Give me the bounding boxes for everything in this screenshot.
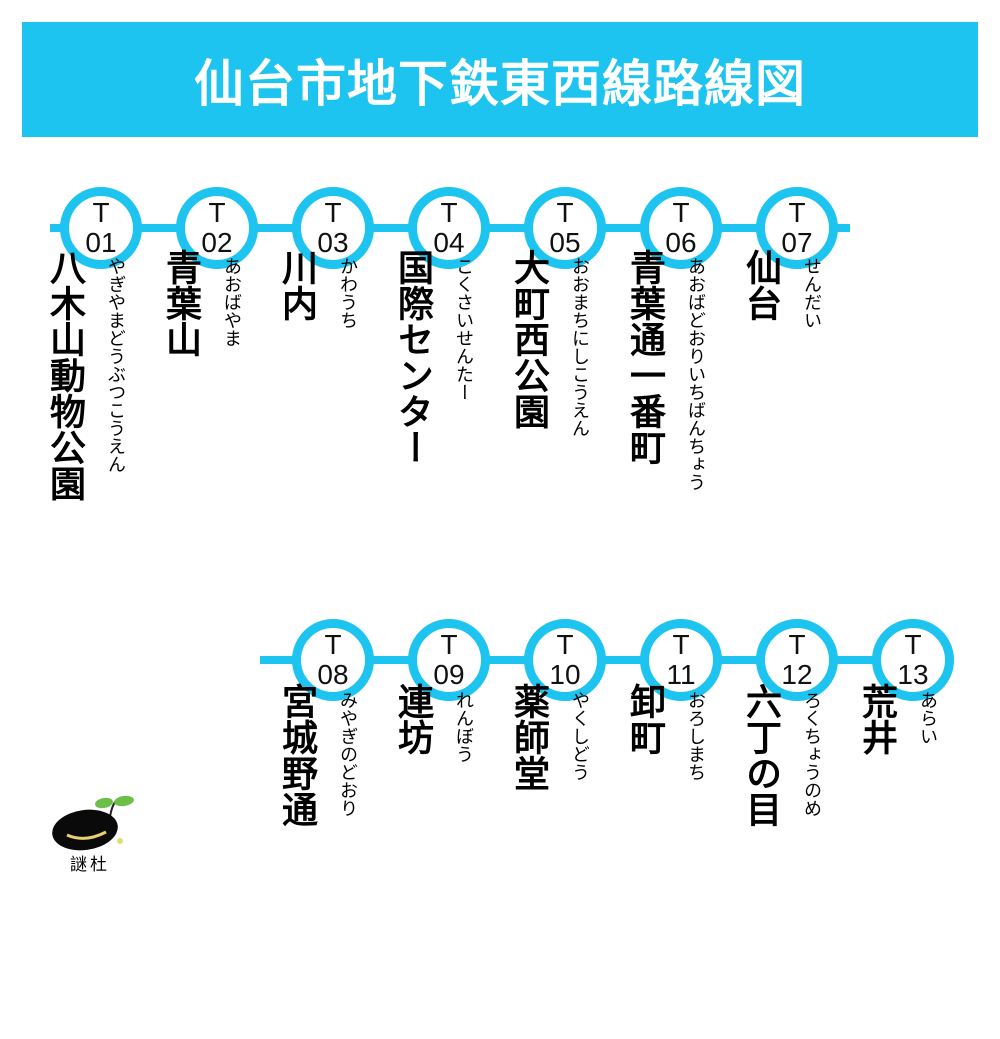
line-letter: T: [324, 197, 342, 228]
station-kana: こくさいせんたー: [453, 257, 474, 401]
station-number-badge: T 02: [176, 187, 258, 269]
station-kana: やぎやまどうぶつこうえん: [105, 257, 126, 473]
station-09: T 09 連坊 れんぼう: [390, 619, 506, 1039]
seed-sprout-icon: [52, 795, 134, 851]
station-number: 05: [549, 227, 581, 258]
station-name: 荒井: [856, 683, 897, 755]
station-name: 川内: [276, 249, 317, 321]
station-number: 12: [781, 659, 813, 690]
page-title: 仙台市地下鉄東西線路線図: [22, 22, 978, 137]
station-number: 01: [85, 227, 117, 258]
station-number: 07: [781, 227, 813, 258]
station-name: 連坊: [392, 683, 433, 755]
logo: 謎杜: [40, 785, 140, 885]
station-number: 10: [549, 659, 581, 690]
line-letter: T: [92, 197, 110, 228]
line-letter: T: [672, 629, 690, 660]
station-number-badge: T 09: [408, 619, 490, 701]
station-number-badge: T 05: [524, 187, 606, 269]
line-letter: T: [788, 197, 806, 228]
line-letter: T: [904, 629, 922, 660]
station-number: 13: [897, 659, 929, 690]
station-name: 六丁の目: [740, 683, 781, 827]
line-letter: T: [788, 629, 806, 660]
station-kana: おおまちにしこうえん: [569, 257, 590, 437]
station-name: 薬師堂: [508, 683, 549, 791]
station-kana: れんぼう: [453, 691, 474, 763]
line-letter: T: [440, 197, 458, 228]
station-07: T 07 仙台 せんだい: [738, 187, 854, 607]
station-kana: あらい: [917, 691, 938, 745]
station-03: T 03 川内 かわうち: [274, 187, 390, 607]
station-number: 09: [433, 659, 465, 690]
station-01: T 01 八木山動物公園 やぎやまどうぶつこうえん: [42, 187, 158, 607]
station-number: 06: [665, 227, 697, 258]
station-number-badge: T 11: [640, 619, 722, 701]
station-number: 08: [317, 659, 349, 690]
station-name: 仙台: [740, 249, 781, 321]
line-letter: T: [324, 629, 342, 660]
station-name: 青葉通一番町: [624, 249, 665, 465]
line-letter: T: [440, 629, 458, 660]
station-kana: やくしどう: [569, 691, 590, 781]
station-name: 宮城野通: [276, 683, 317, 827]
station-name: 大町西公園: [508, 249, 549, 429]
station-kana: かわうち: [337, 257, 358, 329]
station-kana: おろしまち: [685, 691, 706, 781]
station-02: T 02 青葉山 あおばやま: [158, 187, 274, 607]
station-number: 03: [317, 227, 349, 258]
station-number-badge: T 08: [292, 619, 374, 701]
station-number: 11: [666, 659, 696, 690]
station-name: 八木山動物公園: [44, 249, 85, 501]
line-letter: T: [672, 197, 690, 228]
station-number-badge: T 07: [756, 187, 838, 269]
station-name: 国際センター: [392, 249, 433, 465]
line-letter: T: [556, 629, 574, 660]
station-number-badge: T 06: [640, 187, 722, 269]
station-number-badge: T 03: [292, 187, 374, 269]
station-number-badge: T 13: [872, 619, 954, 701]
station-kana: あおばどおりいちばんちょう: [685, 257, 706, 491]
station-13: T 13 荒井 あらい: [854, 619, 970, 1039]
logo-text: 謎杜: [70, 855, 110, 875]
station-04: T 04 国際センター こくさいせんたー: [390, 187, 506, 607]
station-number: 04: [433, 227, 465, 258]
station-12: T 12 六丁の目 ろくちょうのめ: [738, 619, 854, 1039]
line-letter: T: [208, 197, 226, 228]
station-08: T 08 宮城野通 みやぎのどおり: [274, 619, 390, 1039]
station-11: T 11 卸町 おろしまち: [622, 619, 738, 1039]
station-kana: みやぎのどおり: [337, 691, 358, 817]
station-05: T 05 大町西公園 おおまちにしこうえん: [506, 187, 622, 607]
station-number-badge: T 04: [408, 187, 490, 269]
station-number-badge: T 10: [524, 619, 606, 701]
station-name: 卸町: [624, 683, 665, 755]
station-name: 青葉山: [160, 249, 201, 357]
station-number-badge: T 12: [756, 619, 838, 701]
station-kana: せんだい: [801, 257, 822, 329]
line-letter: T: [556, 197, 574, 228]
station-10: T 10 薬師堂 やくしどう: [506, 619, 622, 1039]
station-06: T 06 青葉通一番町 あおばどおりいちばんちょう: [622, 187, 738, 607]
station-kana: あおばやま: [221, 257, 242, 347]
station-number-badge: T 01: [60, 187, 142, 269]
station-kana: ろくちょうのめ: [801, 691, 822, 817]
station-number: 02: [201, 227, 233, 258]
